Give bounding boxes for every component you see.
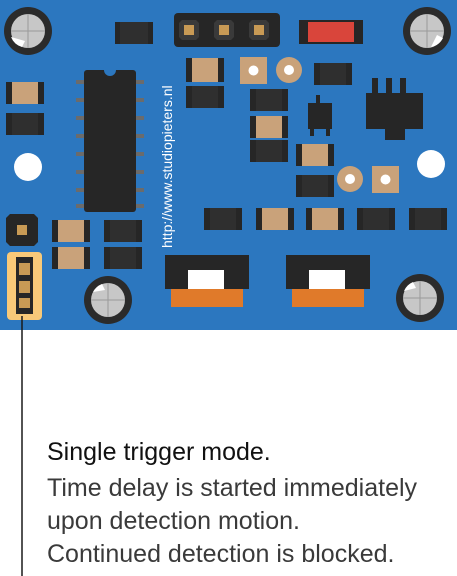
- caption-line: upon detection motion.: [47, 507, 300, 535]
- smd-capacitor: [186, 58, 224, 82]
- potentiometer: [165, 255, 249, 307]
- pin-header: [174, 13, 280, 47]
- smd-capacitor: [256, 208, 294, 230]
- through-hole-pad: [337, 166, 363, 192]
- smd-capacitor: [52, 220, 90, 242]
- voltage-regulator: [366, 78, 423, 140]
- smd-component: [296, 175, 334, 197]
- smd-component: [104, 247, 142, 269]
- smd-component: [115, 22, 153, 44]
- trigger-jumper-highlight: [7, 252, 42, 320]
- caption-title: Single trigger mode.: [47, 438, 271, 466]
- smd-component: [250, 140, 288, 162]
- through-hole-pad: [372, 166, 399, 193]
- smd-capacitor: [296, 144, 334, 166]
- electrolytic-capacitor: [403, 7, 451, 55]
- ic-chip: [76, 70, 144, 212]
- smd-component: [186, 86, 224, 108]
- square-pad: [6, 214, 38, 246]
- smd-component: [409, 208, 447, 230]
- smd-component: [314, 63, 352, 85]
- smd-capacitor: [52, 247, 90, 269]
- through-hole-pad: [276, 57, 302, 83]
- mode-caption: Single trigger mode. Time delay is start…: [47, 432, 452, 571]
- potentiometer: [286, 255, 370, 307]
- through-hole-pad: [240, 57, 267, 84]
- smd-component: [6, 113, 44, 135]
- smd-component: [250, 89, 288, 111]
- mounting-hole: [14, 153, 42, 181]
- caption-line: Continued detection is blocked.: [47, 540, 395, 568]
- smd-capacitor: [6, 82, 44, 104]
- smd-capacitor: [306, 208, 344, 230]
- mounting-hole: [417, 150, 445, 178]
- smd-transistor: [308, 95, 332, 136]
- electrolytic-capacitor: [4, 7, 52, 55]
- electrolytic-capacitor: [396, 274, 444, 322]
- smd-resistor-red: [299, 20, 363, 44]
- electrolytic-capacitor: [84, 276, 132, 324]
- caption-line: Time delay is started immediately: [47, 474, 418, 502]
- smd-component: [204, 208, 242, 230]
- silkscreen-url: http://www.studiopieters.nl: [159, 85, 175, 248]
- smd-component: [357, 208, 395, 230]
- smd-component: [104, 220, 142, 242]
- smd-capacitor: [250, 116, 288, 138]
